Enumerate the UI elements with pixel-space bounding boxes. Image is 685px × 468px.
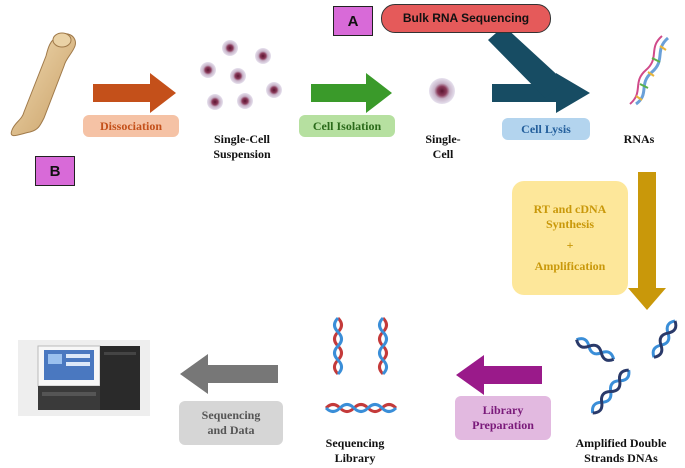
rt-line-1: RT and cDNA <box>533 202 607 216</box>
sequencing-data-arrow <box>180 354 278 394</box>
amplified-line-1: Amplified Double <box>575 436 667 450</box>
library-line-1: Library <box>482 403 524 417</box>
library-line-2: Preparation <box>472 418 534 432</box>
rt-line-2: Synthesis <box>545 217 595 231</box>
dissociation-label: Dissociation <box>83 115 179 137</box>
bulk-rna-sequencing-label: Bulk RNA Sequencing <box>381 4 551 33</box>
amplified-dna-caption: Amplified Double Strands DNAs <box>560 436 682 466</box>
amplified-line-2: Strands DNAs <box>584 451 658 465</box>
single-cell-line-2: Cell <box>432 147 454 161</box>
amplified-dna-icon <box>575 319 678 415</box>
bone-icon <box>10 32 76 137</box>
sequencer-machine-icon <box>18 340 150 416</box>
suspension-line-2: Suspension <box>213 147 271 161</box>
seqlib-line-1: Sequencing <box>325 436 385 450</box>
suspension-line-1: Single-Cell <box>214 132 270 146</box>
seqlib-line-2: Library <box>334 451 376 465</box>
seqdata-line-1: Sequencing <box>201 408 261 422</box>
tag-b: B <box>35 156 75 186</box>
rna-strand-icon <box>629 35 670 106</box>
library-preparation-label: Library Preparation <box>455 396 551 440</box>
single-cell-suspension-icon <box>200 40 282 110</box>
cell-isolation-label: Cell Isolation <box>299 115 395 137</box>
sequencing-library-caption: Sequencing Library <box>300 436 410 466</box>
library-preparation-arrow <box>456 355 542 395</box>
rt-synthesis-arrow <box>628 172 666 310</box>
rt-cdna-synthesis-box: RT and cDNA Synthesis + Amplification <box>512 181 628 295</box>
cell-lysis-arrow <box>488 26 590 113</box>
rt-line-3: Amplification <box>534 259 606 273</box>
seqdata-line-2: and Data <box>207 423 255 437</box>
single-cell-icon <box>429 78 455 104</box>
cell-lysis-label: Cell Lysis <box>502 118 590 140</box>
single-cell-suspension-caption: Single-Cell Suspension <box>192 132 292 162</box>
sequencing-and-data-label: Sequencing and Data <box>179 401 283 445</box>
cell-isolation-arrow <box>311 73 392 113</box>
sequencing-library-icon <box>324 316 398 413</box>
dissociation-arrow <box>93 73 176 113</box>
rt-plus: + <box>566 238 574 252</box>
single-cell-line-1: Single- <box>425 132 461 146</box>
tag-a: A <box>333 6 373 36</box>
rnas-caption: RNAs <box>623 132 655 146</box>
single-cell-caption: Single- Cell <box>408 132 478 162</box>
